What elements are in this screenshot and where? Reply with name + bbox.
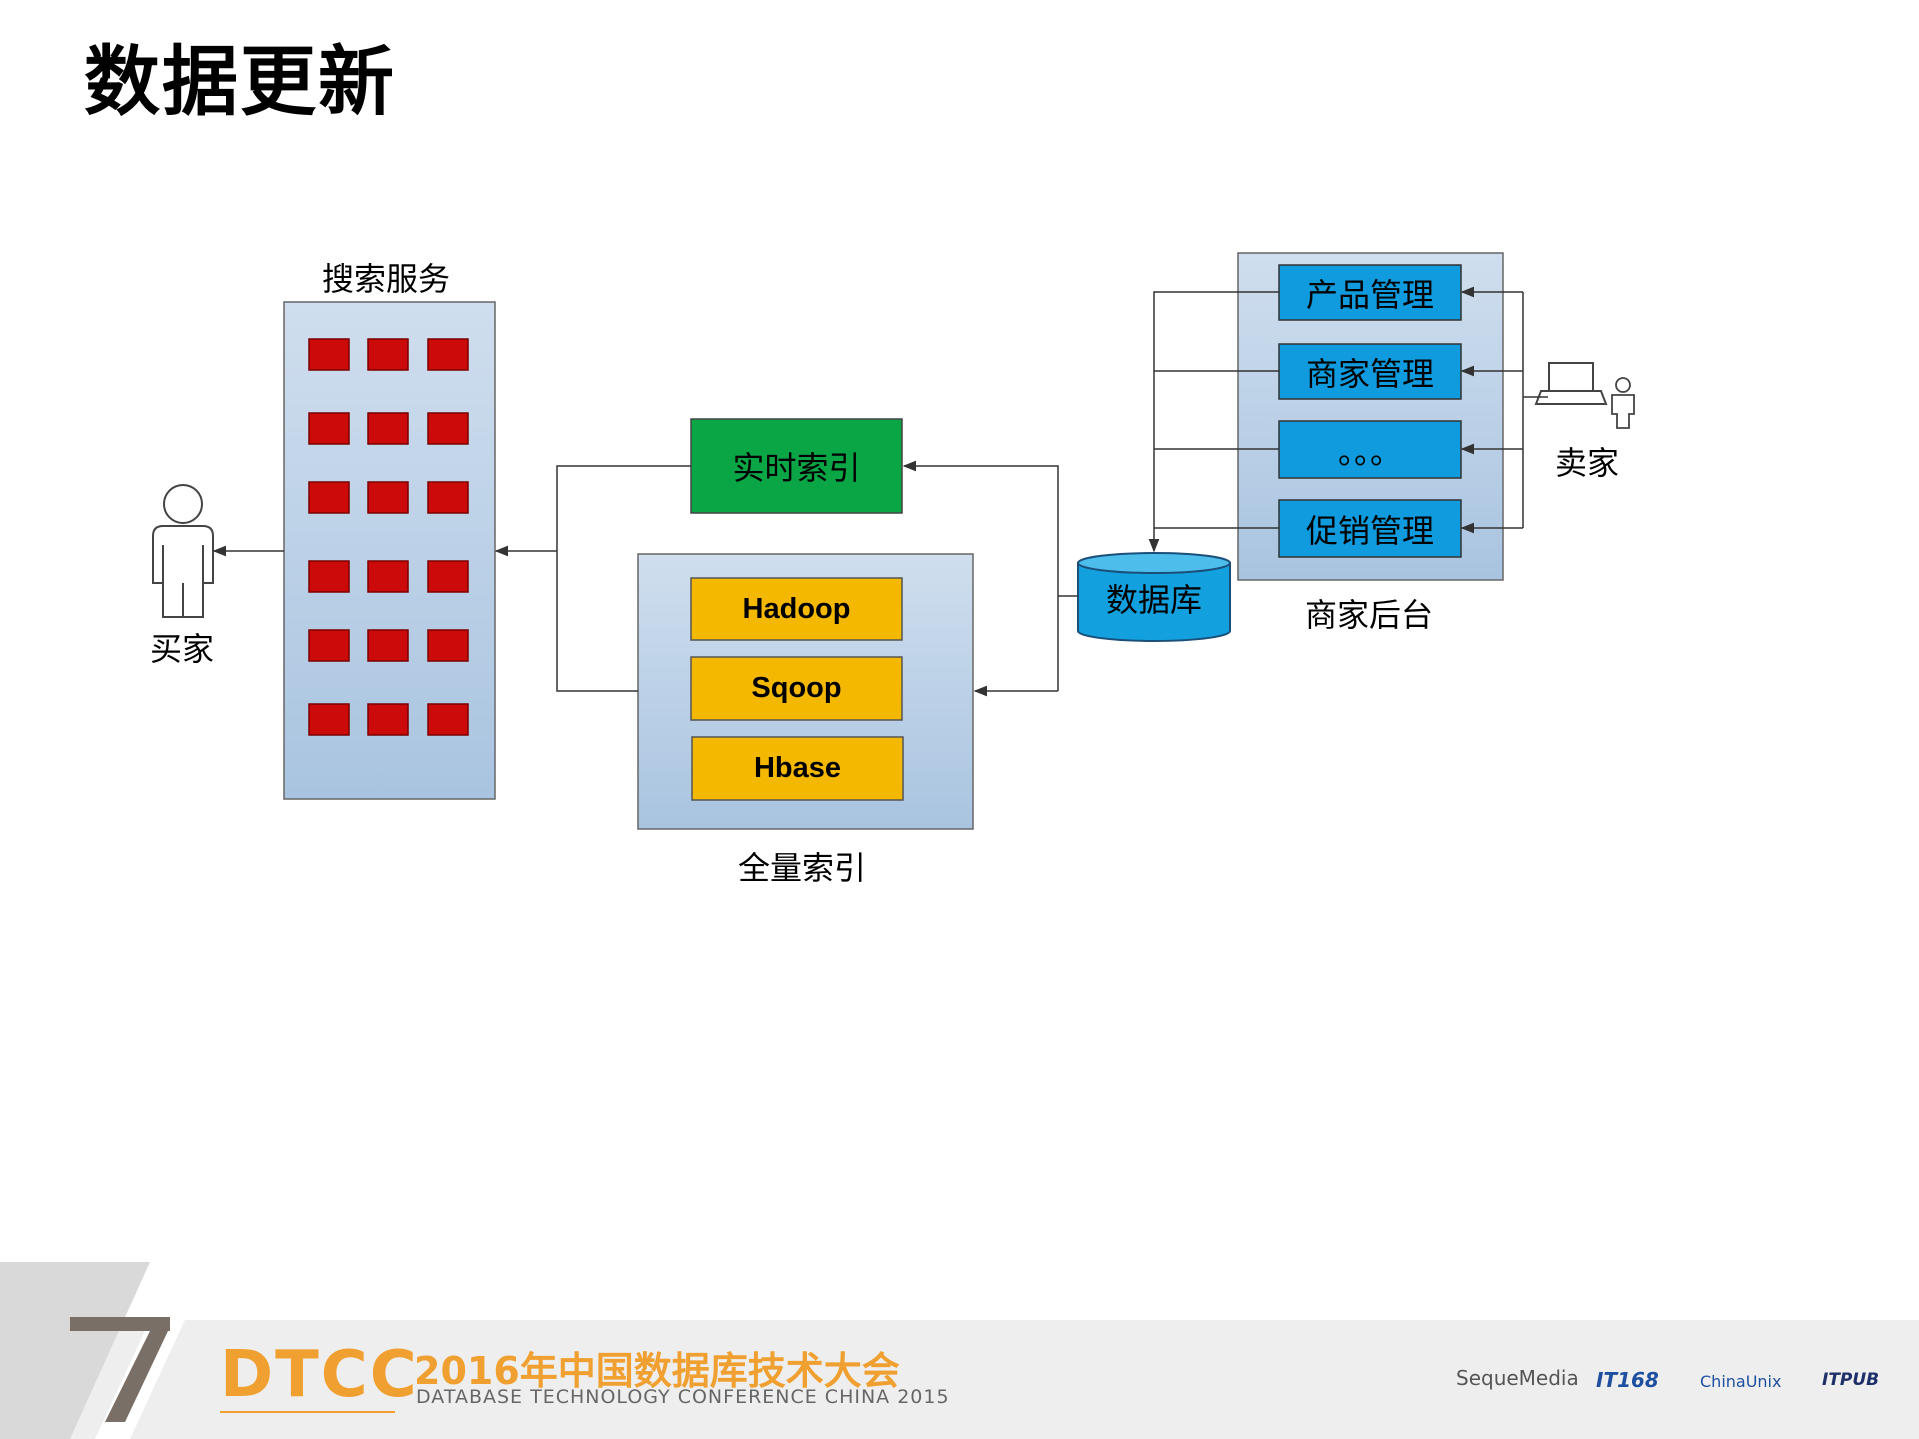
conference-title-cn: 2016年中国数据库技术大会 [414,1349,900,1393]
module-promotion-label: 促销管理 [1305,511,1434,550]
buyer-person-icon [152,484,214,618]
sqoop-box [690,656,903,721]
server-block [367,412,409,445]
server-block [367,560,409,593]
server-block [367,703,409,736]
laptop-icon [1534,362,1608,405]
server-block [308,703,350,736]
server-block [427,703,469,736]
conference-title-en: DATABASE TECHNOLOGY CONFERENCE CHINA 201… [416,1386,950,1408]
seller-person-icon [1611,377,1635,429]
diagram-canvas [152,252,1635,830]
hbase-label: Hbase [753,752,842,784]
server-block [308,412,350,445]
hbase-box [691,736,904,801]
server-block [427,629,469,662]
buyer-label: 买家 [150,630,215,668]
realtime-index-label: 实时索引 [732,449,861,487]
sequemedia-logo: SequeMedia [1456,1366,1579,1390]
server-block [308,560,350,593]
footer-decoration [0,1262,1919,1439]
connectors [212,286,1548,697]
server-block [367,629,409,662]
sqoop-label: Sqoop [751,672,842,704]
database-label: 数据库 [1105,581,1202,619]
module-box [1278,420,1462,479]
server-blocks [308,338,469,736]
server-block [427,481,469,514]
merchant-backend-label: 商家后台 [1305,596,1434,634]
it168-logo: IT168 [1596,1368,1659,1392]
module-ellipsis-label: 。。。 [1337,432,1402,471]
server-block [427,560,469,593]
hadoop-box [690,577,903,641]
itpub-logo: ITPUB [1822,1370,1880,1390]
page-title: 数据更新 [84,37,396,126]
server-block [427,338,469,371]
hadoop-label: Hadoop [742,592,851,625]
footer-brand: DTCC [220,1338,419,1412]
realtime-index-box [690,418,903,514]
module-product-label: 产品管理 [1305,275,1434,314]
module-box [1278,343,1462,400]
server-block [427,412,469,445]
chinaunix-logo: ChinaUnix [1700,1372,1782,1391]
mosaic-seven-icon [70,1317,170,1422]
server-block [308,481,350,514]
module-merchant-label: 商家管理 [1305,354,1434,393]
server-block [367,481,409,514]
server-block [308,338,350,371]
full-index-label: 全量索引 [738,849,867,887]
search-service-label: 搜索服务 [322,260,451,298]
server-block [367,338,409,371]
server-block [308,629,350,662]
seller-label: 卖家 [1555,444,1620,482]
database-cylinder [1077,552,1231,642]
module-box [1278,499,1462,558]
